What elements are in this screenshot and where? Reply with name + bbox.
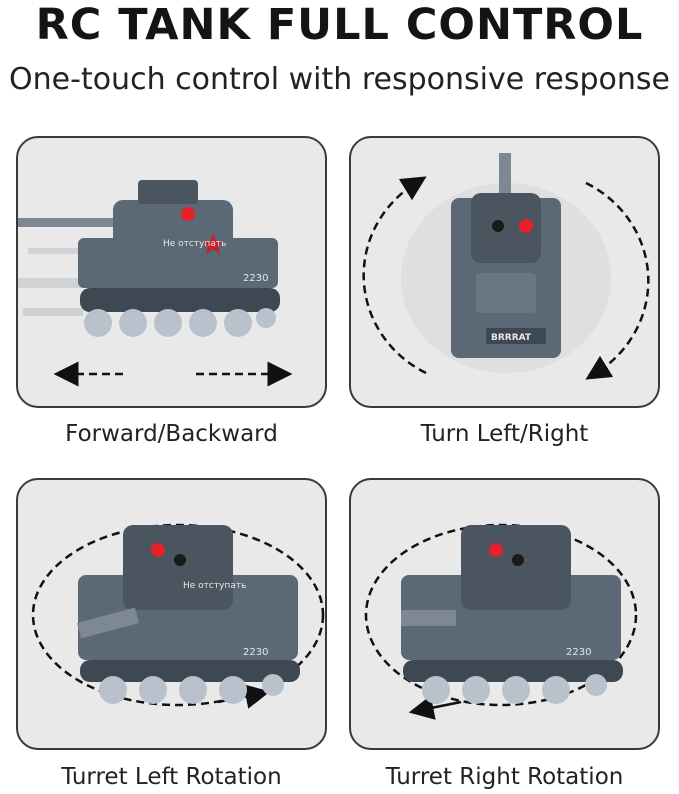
tank-front-view: BRRRAT [451, 153, 561, 358]
caption-turn-left-right: Turn Left/Right [420, 421, 589, 447]
tank-side-view: Не отступать 2230 [78, 180, 280, 337]
rotate-left-arrow [362, 176, 427, 375]
turret-right-illustration: 2230 [364, 523, 638, 720]
led-light [489, 543, 503, 557]
turn-illustration: BRRRAT [362, 153, 650, 380]
turret-left-illustration: Не отступать 2230 [31, 523, 325, 709]
tank-number: 2230 [243, 647, 268, 658]
caption-turret-left-rotation: Turret Left Rotation [61, 764, 282, 790]
tank-slogan: Не отступать [163, 239, 226, 249]
led-light [151, 543, 165, 557]
rotate-right-arrow [585, 181, 650, 380]
tank-barrel [18, 218, 118, 227]
led-light [519, 219, 533, 233]
caption-turret-right-rotation: Turret Right Rotation [385, 764, 624, 790]
panel-turn-left-right: BRRRAT [349, 136, 660, 408]
motion-blur [18, 248, 88, 316]
tank-barrel [401, 610, 456, 626]
tank-angled-view: Не отступать 2230 [76, 525, 300, 704]
tank-barrel [76, 607, 140, 639]
tank-number: 2230 [243, 273, 268, 284]
rotation-direction-arrow [408, 695, 462, 720]
panel-turret-right-rotation: 2230 [349, 478, 660, 750]
tank-label: BRRRAT [491, 333, 532, 343]
tank-barrel [499, 153, 511, 193]
caption-forward-backward: Forward/Backward [65, 421, 278, 447]
page-subtitle: One-touch control with responsive respon… [9, 62, 670, 97]
page-title: RC TANK FULL CONTROL [35, 0, 644, 50]
panel-forward-backward: Не отступать 2230 [16, 136, 327, 408]
tank-slogan: Не отступать [183, 581, 246, 591]
led-light [181, 207, 195, 221]
tank-angled-view: 2230 [401, 525, 623, 704]
forward-backward-illustration: Не отступать 2230 [18, 180, 293, 387]
star-emblem [202, 233, 224, 254]
tank-number: 2230 [566, 647, 591, 658]
panel-turret-left-rotation: Не отступать 2230 [16, 478, 327, 750]
